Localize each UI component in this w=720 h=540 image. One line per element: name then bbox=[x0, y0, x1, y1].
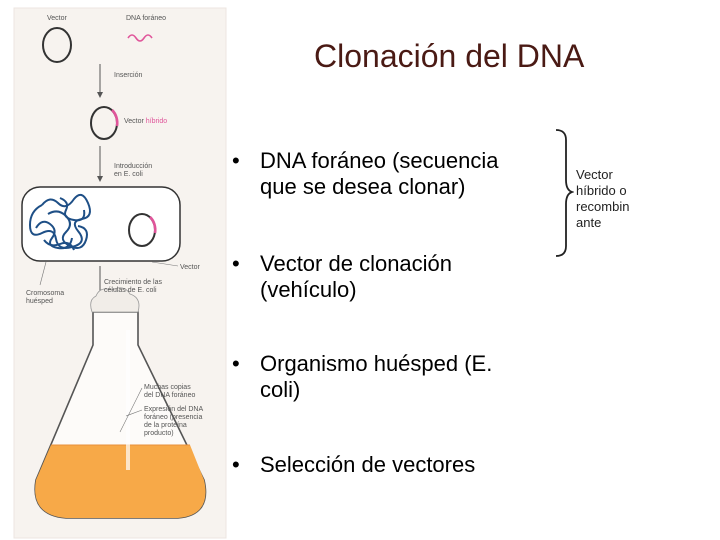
bullet-text: Selección de vectores bbox=[260, 452, 475, 478]
bullet-dot: • bbox=[232, 452, 240, 477]
label-expresion-line4: producto) bbox=[144, 430, 174, 437]
bullet-dot: • bbox=[232, 148, 240, 173]
side-note: Vector híbrido o recombin ante bbox=[576, 167, 629, 231]
bullet-line: Selección de vectores bbox=[260, 452, 476, 477]
label-expresion-line1: Expresión del DNA bbox=[144, 406, 204, 413]
label-crecimiento: Crecimiento de las células de E. coli bbox=[104, 279, 162, 295]
label-vector-hibrido: Vector híbrido bbox=[124, 118, 167, 126]
bullet-text: DNA foráneo (secuencia que se desea clon… bbox=[260, 148, 498, 200]
label-crecimiento-line1: Crecimiento de las bbox=[104, 279, 162, 286]
label-vector-side: Vector bbox=[180, 264, 200, 271]
label-cromosoma-line1: Cromosoma bbox=[26, 290, 65, 297]
label-vector-hibrido-word: híbrido bbox=[145, 118, 168, 125]
bullet-line: DNA foráneo (secuencia bbox=[260, 148, 499, 173]
side-note-line: ante bbox=[576, 215, 602, 230]
side-note-line: Vector bbox=[576, 167, 613, 182]
chromosome-leader bbox=[39, 261, 47, 286]
label-cromosoma: Cromosoma huésped bbox=[26, 290, 64, 306]
label-dna-foraneo: DNA foráneo bbox=[126, 15, 167, 22]
bullet-line: Vector de clonación bbox=[260, 251, 453, 276]
label-crecimiento-line2: células de E. coli bbox=[104, 287, 157, 294]
label-cromosoma-line2: huésped bbox=[26, 298, 53, 305]
bullet-text: Organismo huésped (E. coli) bbox=[260, 351, 492, 403]
label-muchas-copias: Muchas copias del DNA foráneo bbox=[144, 384, 195, 400]
expression-leader bbox=[125, 409, 143, 417]
label-introduccion-line1: Introducción bbox=[114, 163, 153, 170]
label-introduccion-line2: en E. coli bbox=[114, 171, 143, 178]
bullet-line: coli) bbox=[260, 377, 301, 402]
label-expresion-line2: foráneo (presencia bbox=[144, 414, 203, 421]
bullet-line: (vehículo) bbox=[260, 277, 357, 302]
side-note-line: híbrido o bbox=[576, 183, 627, 198]
grouping-bracket bbox=[555, 129, 574, 257]
bullet-line: Organismo huésped (E. bbox=[260, 351, 493, 376]
ecoli-cell bbox=[21, 186, 181, 262]
plasmid-in-cell-insert bbox=[149, 216, 157, 234]
figure-panel-edge bbox=[13, 7, 227, 539]
bullet-dot: • bbox=[232, 251, 240, 276]
bullet-dot: • bbox=[232, 351, 240, 376]
label-expresion: Expresión del DNA foráneo (presencia de … bbox=[144, 406, 203, 438]
label-vector-top: Vector bbox=[47, 15, 67, 22]
host-chromosome bbox=[28, 193, 91, 251]
label-vector-hibrido-prefix: Vector bbox=[124, 118, 146, 125]
foreign-dna-fragment bbox=[127, 34, 153, 42]
label-muchas-line1: Muchas copias bbox=[144, 384, 191, 391]
slide-title: Clonación del DNA bbox=[314, 38, 585, 74]
hybrid-vector-insert bbox=[111, 109, 119, 127]
label-muchas-line2: del DNA foráneo bbox=[144, 392, 196, 399]
vector-plasmid bbox=[42, 27, 72, 63]
label-expresion-line3: de la proteína bbox=[144, 422, 187, 429]
label-introduccion: Introducción en E. coli bbox=[114, 163, 152, 179]
flask-medium bbox=[35, 445, 206, 518]
side-note-line: recombin bbox=[576, 199, 630, 214]
vector-leader bbox=[151, 261, 179, 267]
flask-stopper bbox=[90, 287, 140, 313]
label-insercion: Inserción bbox=[114, 72, 143, 79]
copies-leader bbox=[119, 387, 143, 433]
insertion-arrowhead bbox=[97, 92, 103, 98]
introduction-arrowhead bbox=[97, 176, 103, 182]
bullet-line: que se desea clonar) bbox=[260, 174, 466, 199]
bullet-text: Vector de clonación (vehículo) bbox=[260, 251, 452, 303]
